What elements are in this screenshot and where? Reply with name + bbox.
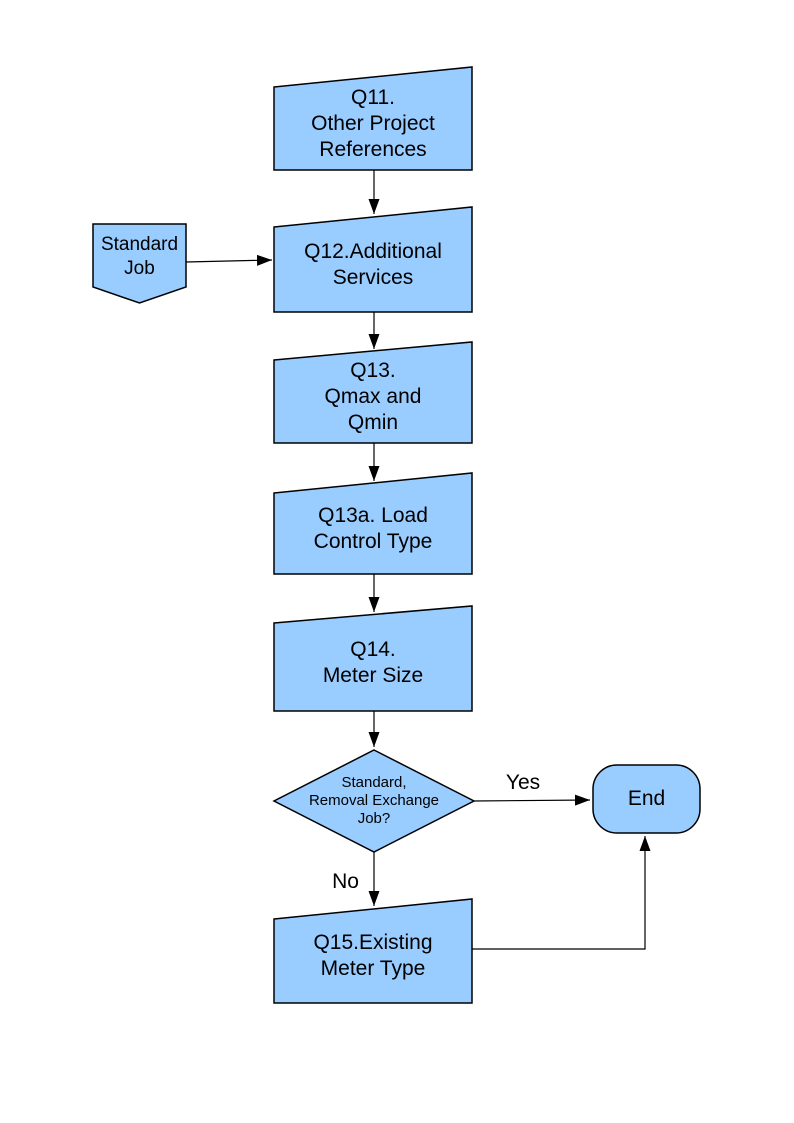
node-standard-job-shape	[92, 223, 187, 304]
decision-diamond-label: Standard, Removal Exchange Job?	[308, 774, 440, 827]
node-end-shape	[592, 764, 701, 834]
arrow-decision-yes-to-end	[473, 794, 591, 806]
node-q15-shape	[273, 898, 473, 1004]
node-q13a-shape	[273, 472, 473, 575]
node-q13-label: Q13. Qmax and Qmin	[324, 359, 422, 434]
node-q12-label: Q12.Additional Services	[304, 239, 442, 289]
arrow-q15-to-end	[472, 836, 651, 950]
node-q14-label: Q14. Meter Size	[322, 637, 424, 687]
node-q13-shape	[273, 341, 473, 444]
node-q13a-label: Q13a. Load Control Type	[313, 503, 433, 553]
edge-label-no: No	[332, 870, 359, 893]
node-q11-label: Q11. Other Project References	[311, 85, 435, 161]
node-q11-shape	[273, 66, 473, 171]
edge-label-yes: Yes	[505, 771, 541, 794]
node-q15-label: Q15.Existing Meter Type	[313, 931, 433, 980]
node-q12-shape	[273, 206, 473, 313]
node-standard-job-label: Standard Job	[100, 234, 179, 279]
node-end-label: End	[627, 787, 666, 810]
node-q14-shape	[273, 605, 473, 712]
arrow-standard-job-to-q12	[185, 254, 273, 266]
